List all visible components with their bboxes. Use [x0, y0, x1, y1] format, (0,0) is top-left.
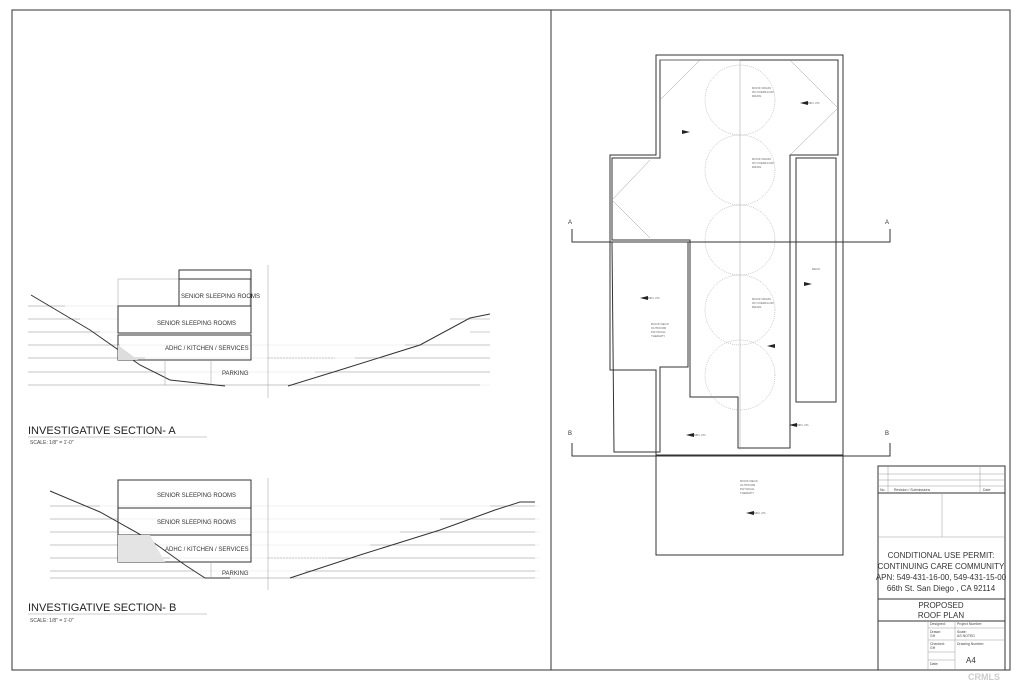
- section-marker-b-left: B: [568, 431, 572, 437]
- section-marker-a-left: A: [568, 220, 572, 226]
- room-label: SENIOR SLEEPING ROOMS: [157, 321, 236, 327]
- svg-text:ROOF DRAIN: ROOF DRAIN: [752, 157, 771, 161]
- roof-drain-label: ROOF DRAIN W/ OVERFLOW DRAIN: [752, 297, 774, 309]
- revision-date-header: Date: [983, 488, 990, 492]
- svg-text:THERAPY: THERAPY: [651, 334, 665, 338]
- section-b-title: INVESTIGATIVE SECTION- B: [28, 602, 176, 614]
- svg-text:ROOF DRAIN: ROOF DRAIN: [752, 297, 771, 301]
- svg-text:W/ OVERFLOW: W/ OVERFLOW: [752, 161, 774, 165]
- svg-text:DRAIN: DRAIN: [752, 305, 761, 309]
- svg-text:W/ OVERFLOW: W/ OVERFLOW: [752, 90, 774, 94]
- roof-drain-label: ROOF DRAIN W/ OVERFLOW DRAIN: [752, 157, 774, 169]
- room-label: SENIOR SLEEPING ROOMS: [157, 520, 236, 526]
- slope-label: MIN. 2%: [808, 101, 820, 105]
- sheet-title: ROOF PLAN: [918, 611, 964, 620]
- slope-label: MIN. 2%: [797, 423, 809, 427]
- room-label: ADHC / KITCHEN / SERVICES: [165, 547, 249, 553]
- project-line: 66th St. San Diego , CA 92114: [887, 584, 996, 593]
- section-a-scale: SCALE: 1/8" = 1'-0": [30, 440, 74, 446]
- svg-text:OUTDOOR: OUTDOOR: [740, 483, 756, 487]
- svg-text:GH: GH: [930, 646, 936, 650]
- roof-plan: A A B B ROOF DECK OUTDOOR PHYSICAL THERA…: [568, 54, 891, 556]
- room-label: PARKING: [222, 571, 249, 577]
- section-a-drawing: SENIOR SLEEPING ROOMS SENIOR SLEEPING RO…: [28, 265, 491, 398]
- title-block: No. Revision / Submissions Date CONDITIO…: [876, 465, 1007, 671]
- slope-label: MIN. 2%: [754, 511, 766, 515]
- svg-text:OUTDOOR: OUTDOOR: [651, 326, 667, 330]
- deck-label: DECK: [812, 267, 820, 271]
- roof-drain-label: ROOF DRAIN W/ OVERFLOW DRAIN: [752, 86, 774, 98]
- svg-text:Designed:: Designed:: [930, 622, 946, 626]
- svg-text:AS NOTED: AS NOTED: [957, 634, 975, 638]
- section-b-drawing: SENIOR SLEEPING ROOMS SENIOR SLEEPING RO…: [49, 478, 540, 590]
- drawing-number: A4: [966, 656, 976, 665]
- sheet-border: [11, 9, 1011, 671]
- room-label: SENIOR SLEEPING ROOMS: [157, 493, 236, 499]
- svg-text:ROOF DRAIN: ROOF DRAIN: [752, 86, 771, 90]
- watermark: CRMLS: [968, 672, 1000, 682]
- slope-label: MIN. 2%: [648, 296, 660, 300]
- svg-text:ROOF DECK: ROOF DECK: [740, 479, 758, 483]
- sheet-title: PROPOSED: [918, 601, 964, 610]
- section-marker-b-right: B: [885, 431, 889, 437]
- svg-text:PHYSICAL: PHYSICAL: [740, 487, 755, 491]
- room-label: PARKING: [222, 371, 249, 377]
- svg-text:DRAIN: DRAIN: [752, 165, 761, 169]
- project-line: CONTINUING CARE COMMUNITY: [878, 562, 1005, 571]
- svg-text:PHYSICAL: PHYSICAL: [651, 330, 666, 334]
- project-line: CONDITIONAL USE PERMIT:: [888, 551, 995, 560]
- svg-text:DRAIN: DRAIN: [752, 94, 761, 98]
- svg-text:Checked:: Checked:: [930, 642, 945, 646]
- svg-text:Date:: Date:: [930, 662, 938, 666]
- revision-no-header: No.: [880, 488, 885, 492]
- revision-header: Revision / Submissions: [894, 488, 930, 492]
- svg-text:Drawing Number:: Drawing Number:: [957, 642, 984, 646]
- section-marker-a-right: A: [885, 220, 889, 226]
- room-label: SENIOR SLEEPING ROOMS: [181, 294, 260, 300]
- room-label: ADHC / KITCHEN / SERVICES: [165, 346, 249, 352]
- project-line: APN: 549-431-16-00, 549-431-15-00: [876, 573, 1007, 582]
- slope-label: MIN. 2%: [694, 433, 706, 437]
- svg-text:GH: GH: [930, 634, 936, 638]
- svg-text:ROOF DECK: ROOF DECK: [651, 322, 669, 326]
- section-b-scale: SCALE: 1/8" = 1'-0": [30, 618, 74, 624]
- svg-text:THERAPY: THERAPY: [740, 491, 754, 495]
- svg-text:W/ OVERFLOW: W/ OVERFLOW: [752, 301, 774, 305]
- roof-deck-label-west: ROOF DECK OUTDOOR PHYSICAL THERAPY: [651, 322, 669, 338]
- svg-text:Drawn:: Drawn:: [930, 630, 941, 634]
- section-a-title: INVESTIGATIVE SECTION- A: [28, 425, 176, 437]
- roof-deck-label-south: ROOF DECK OUTDOOR PHYSICAL THERAPY: [740, 479, 758, 495]
- svg-text:Scale:: Scale:: [957, 630, 967, 634]
- svg-text:Project Number:: Project Number:: [957, 622, 982, 626]
